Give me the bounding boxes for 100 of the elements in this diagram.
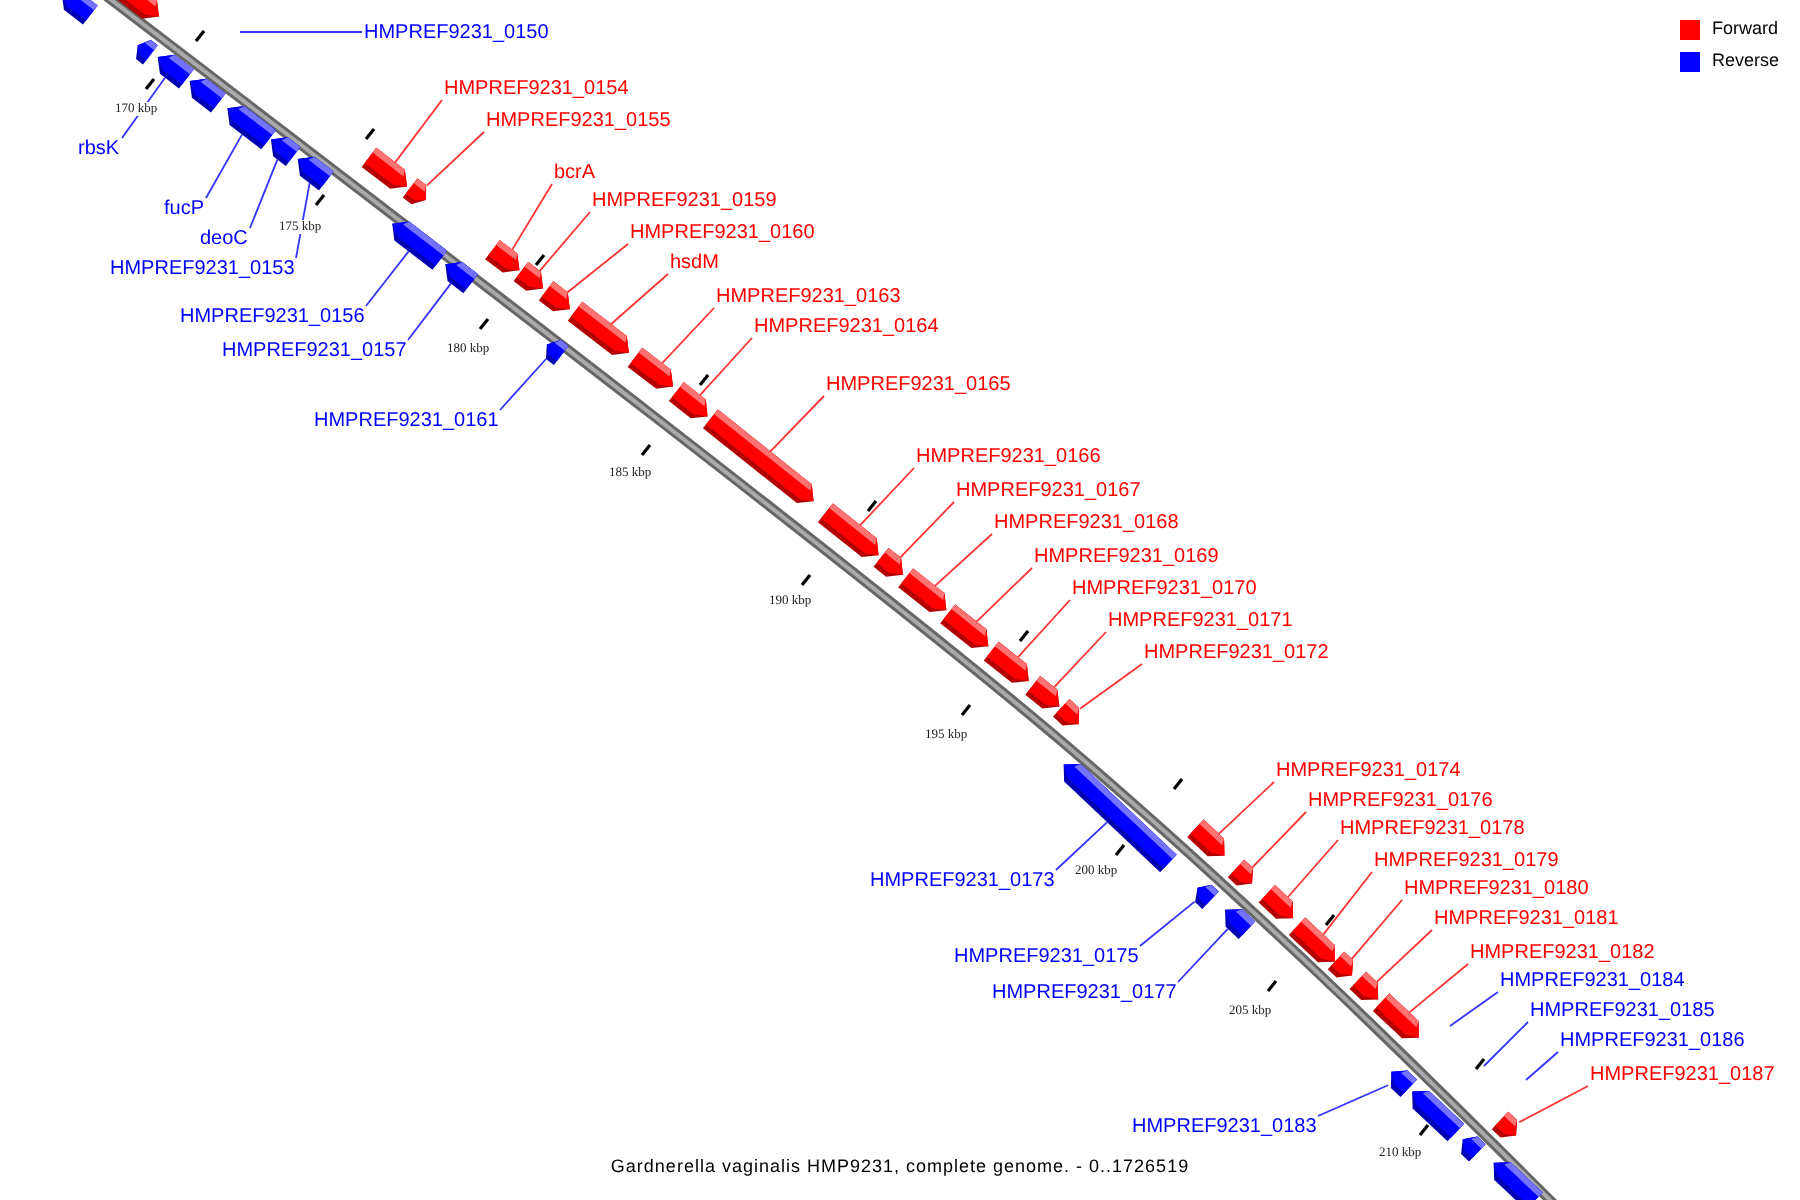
leader-line	[1287, 839, 1339, 898]
gene-label: HMPREF9231_0166	[916, 445, 1101, 467]
gene-block	[113, 0, 160, 19]
leader-line	[1079, 663, 1143, 710]
leader-line	[1483, 1021, 1529, 1067]
gene-block	[567, 301, 629, 355]
gene-label: HMPREF9231_0177	[992, 981, 1177, 1003]
gene-block	[538, 281, 570, 312]
gene-label: HMPREF9231_0153	[110, 257, 295, 279]
leader-line	[407, 282, 452, 341]
leader-line	[1408, 963, 1469, 1014]
gene-block	[1063, 764, 1177, 873]
gene-label: HMPREF9231_0159	[592, 189, 777, 211]
leader-line	[425, 131, 485, 187]
leader-line	[1525, 1051, 1559, 1081]
gene-block	[1327, 951, 1354, 978]
leader-line	[975, 567, 1033, 623]
gene-label: fucP	[164, 197, 205, 219]
gene-block	[1372, 993, 1419, 1039]
leader-line	[394, 99, 443, 164]
gene-block	[402, 178, 427, 205]
leader-line	[205, 133, 243, 199]
gene-block	[1258, 884, 1294, 919]
gene-label: HMPREF9231_0185	[1530, 999, 1715, 1021]
gene-block	[1187, 819, 1225, 857]
leader-line	[499, 358, 547, 411]
gene-label: HMPREF9231_0172	[1144, 641, 1329, 663]
gene-block	[940, 604, 989, 649]
gene-block	[817, 503, 879, 558]
gene-block	[668, 382, 708, 419]
gene-block	[546, 339, 569, 365]
gene-block	[1349, 971, 1379, 1001]
leader-line	[859, 467, 915, 527]
gene-block	[1461, 1136, 1486, 1162]
gene-label: HMPREF9231_0164	[754, 315, 939, 337]
leader-line	[1053, 631, 1107, 689]
gene-label: HMPREF9231_0171	[1108, 609, 1293, 631]
gene-block	[1491, 1111, 1518, 1138]
gene-block	[1195, 884, 1219, 909]
gene-label: HMPREF9231_0179	[1374, 849, 1559, 871]
gene-block	[1390, 1070, 1417, 1097]
gene-label: HMPREF9231_0156	[180, 305, 365, 327]
gene-block	[1493, 1162, 1543, 1200]
gene-label: rbsK	[78, 137, 120, 159]
gene-block	[189, 78, 226, 113]
gene-label: HMPREF9231_0157	[222, 339, 407, 361]
gene-block	[1053, 699, 1080, 726]
gene-label: HMPREF9231_0178	[1340, 817, 1525, 839]
gene-block	[445, 262, 478, 294]
gene-block	[873, 547, 903, 577]
gene-block	[270, 137, 301, 167]
leader-line	[1055, 821, 1109, 871]
gene-block	[485, 240, 520, 273]
leader-line	[610, 273, 669, 325]
leader-line	[249, 158, 279, 229]
gene-label: HMPREF9231_0154	[444, 77, 629, 99]
gene-label: HMPREF9231_0155	[486, 109, 671, 131]
gene-label: HMPREF9231_0175	[954, 945, 1139, 967]
leader-line	[1251, 811, 1307, 869]
leader-line	[511, 183, 553, 251]
leader-line	[566, 243, 629, 294]
leader-line	[1518, 1085, 1589, 1124]
leader-line	[1017, 599, 1071, 659]
gene-label: hsdM	[670, 251, 719, 273]
leader-line	[538, 211, 591, 272]
leader-line	[1139, 900, 1196, 947]
leader-line	[1449, 991, 1499, 1027]
gene-label: HMPREF9231_0160	[630, 221, 815, 243]
gene-label: HMPREF9231_0187	[1590, 1063, 1775, 1085]
gene-block	[392, 221, 448, 270]
caption: Gardnerella vaginalis HMP9231, complete genome. - 0..1726519	[610, 1156, 1190, 1176]
leader-line	[934, 533, 993, 587]
gene-block	[1227, 859, 1254, 886]
gene-label: HMPREF9231_0163	[716, 285, 901, 307]
gene-block	[1025, 676, 1060, 709]
gene-block	[136, 40, 158, 65]
leader-line	[899, 501, 955, 559]
gene-block	[227, 105, 276, 150]
gene-block	[702, 409, 814, 504]
gene-label: HMPREF9231_0181	[1434, 907, 1619, 929]
leader-line	[1317, 1084, 1389, 1117]
gene-label: HMPREF9231_0165	[826, 373, 1011, 395]
leader-line	[1350, 899, 1403, 960]
leader-line	[1375, 929, 1433, 983]
leader-line	[1217, 781, 1275, 835]
gene-label: HMPREF9231_0168	[994, 511, 1179, 533]
gene-label: HMPREF9231_0186	[1560, 1029, 1745, 1051]
gene-block	[898, 568, 947, 613]
leader-line	[1322, 871, 1373, 936]
gene-label: HMPREF9231_0182	[1470, 941, 1655, 963]
leader-line	[661, 307, 715, 365]
leader-line	[295, 182, 311, 259]
gene-block	[361, 147, 408, 189]
gene-label: bcrA	[554, 161, 596, 183]
gene-block	[61, 0, 98, 25]
legend-label: Forward	[1712, 18, 1779, 40]
leader-line	[365, 250, 410, 307]
gene-block	[513, 261, 544, 291]
leader-line	[239, 31, 363, 33]
gene-label: HMPREF9231_0183	[1132, 1115, 1317, 1137]
